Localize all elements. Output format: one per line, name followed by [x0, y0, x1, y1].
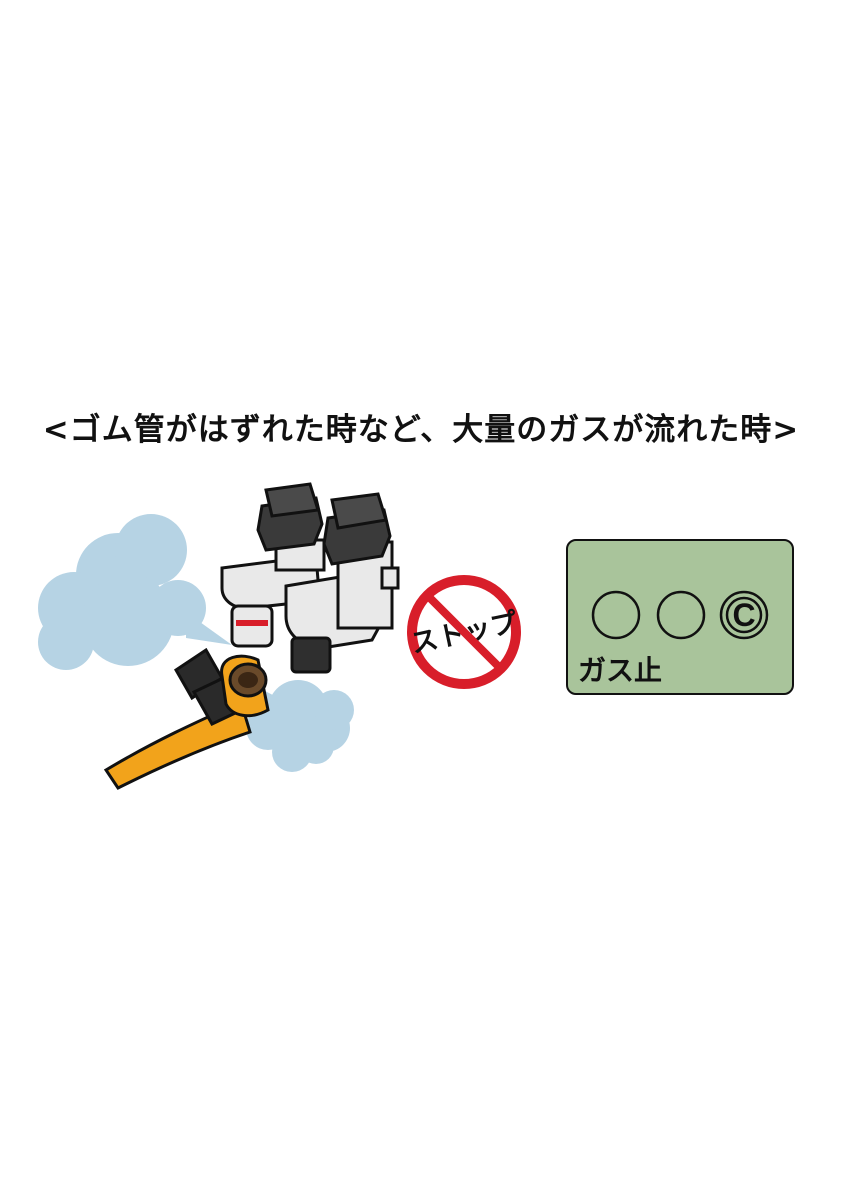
- gas-cloud-left: [38, 514, 232, 670]
- gas-hose: [103, 647, 270, 790]
- lamp-3: [719, 590, 769, 640]
- page-heading: <ゴム管がはずれた時など、大量のガスが流れた時>: [42, 412, 800, 448]
- gas-meter-panel: C ガス止: [566, 539, 794, 695]
- lamp-1: [591, 590, 641, 640]
- gas-stop-label: ガス止: [578, 654, 663, 687]
- gas-leak-illustration: [38, 482, 400, 790]
- lamp-2: [656, 590, 706, 640]
- gas-valve-front: [284, 492, 400, 674]
- stop-sign-slash: [424, 592, 504, 672]
- meter-lamps: C: [591, 590, 769, 640]
- lamp-3-letter: C: [732, 597, 755, 633]
- stop-sign: ストップ: [407, 575, 521, 689]
